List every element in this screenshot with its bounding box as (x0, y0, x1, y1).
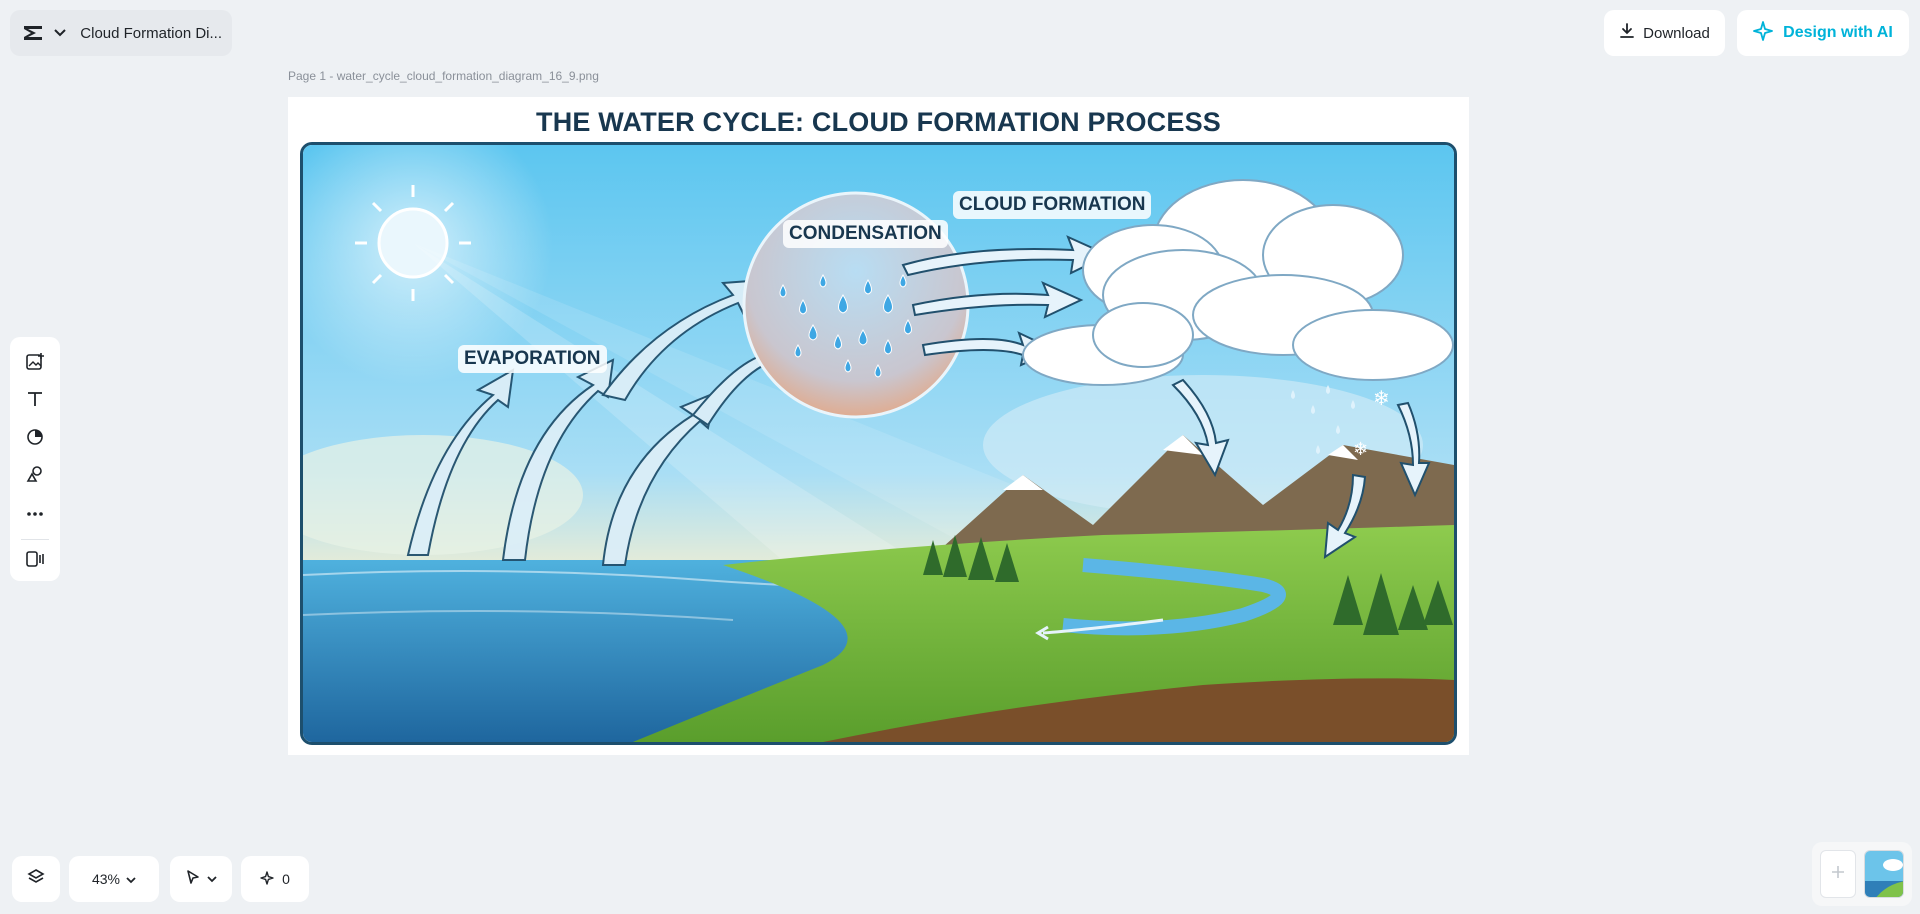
elements-icon (26, 465, 44, 488)
ai-credits-button[interactable]: 0 (241, 856, 309, 902)
design-with-ai-button[interactable]: Design with AI (1737, 10, 1909, 56)
add-image-tool[interactable] (17, 347, 53, 382)
media-tool[interactable] (17, 544, 53, 579)
chevron-down-icon (207, 870, 217, 888)
shapes-tool[interactable] (17, 421, 53, 456)
toolbar-divider (21, 538, 49, 540)
layers-icon (27, 868, 45, 891)
download-label: Download (1643, 24, 1710, 42)
diagram-title: THE WATER CYCLE: CLOUD FORMATION PROCESS (536, 107, 1221, 137)
capcut-logo-icon[interactable] (20, 19, 47, 47)
more-icon (26, 504, 44, 522)
document-title[interactable]: Cloud Formation Di... (80, 24, 222, 42)
app-menu[interactable]: Cloud Formation Di... (10, 10, 232, 56)
svg-text:❄: ❄ (1373, 386, 1390, 410)
zoom-control[interactable]: 43% (69, 856, 159, 902)
download-button[interactable]: Download (1604, 10, 1725, 56)
add-image-icon (25, 352, 45, 377)
page-label: Page 1 - water_cycle_cloud_formation_dia… (288, 69, 599, 83)
cursor-icon (185, 869, 201, 890)
more-tool[interactable] (17, 496, 53, 531)
svg-text:❄: ❄ (1353, 439, 1368, 460)
condensation-label: CONDENSATION (783, 220, 948, 248)
layers-button[interactable] (12, 856, 60, 902)
download-icon (1619, 23, 1635, 43)
ai-sparkle-icon (1753, 20, 1774, 46)
shapes-icon (26, 427, 44, 450)
page-panel (1812, 842, 1912, 906)
chevron-down-icon (126, 871, 136, 887)
sun-icon (355, 185, 471, 301)
evaporation-label: EVAPORATION (458, 345, 607, 373)
design-canvas[interactable]: THE WATER CYCLE: CLOUD FORMATION PROCESS (288, 97, 1469, 755)
pointer-tool[interactable] (170, 856, 232, 902)
zoom-value: 43% (91, 871, 121, 887)
add-page-button[interactable] (1820, 850, 1856, 898)
left-toolbar (10, 337, 60, 581)
text-tool[interactable] (17, 384, 53, 419)
plus-icon (1830, 864, 1846, 885)
ai-credits-count: 0 (282, 871, 290, 887)
text-icon (26, 390, 44, 413)
design-with-ai-label: Design with AI (1783, 24, 1893, 41)
media-icon (25, 550, 45, 573)
sparkle-icon (260, 870, 274, 888)
cloud-formation-label: CLOUD FORMATION (953, 191, 1152, 219)
chevron-down-icon[interactable] (51, 24, 68, 42)
elements-tool[interactable] (17, 459, 53, 494)
water-cycle-illustration[interactable]: ❄ ❄ EVAPORATION CONDENSATION CLOUD FORMA… (300, 142, 1457, 745)
page-thumbnail[interactable] (1864, 850, 1904, 898)
